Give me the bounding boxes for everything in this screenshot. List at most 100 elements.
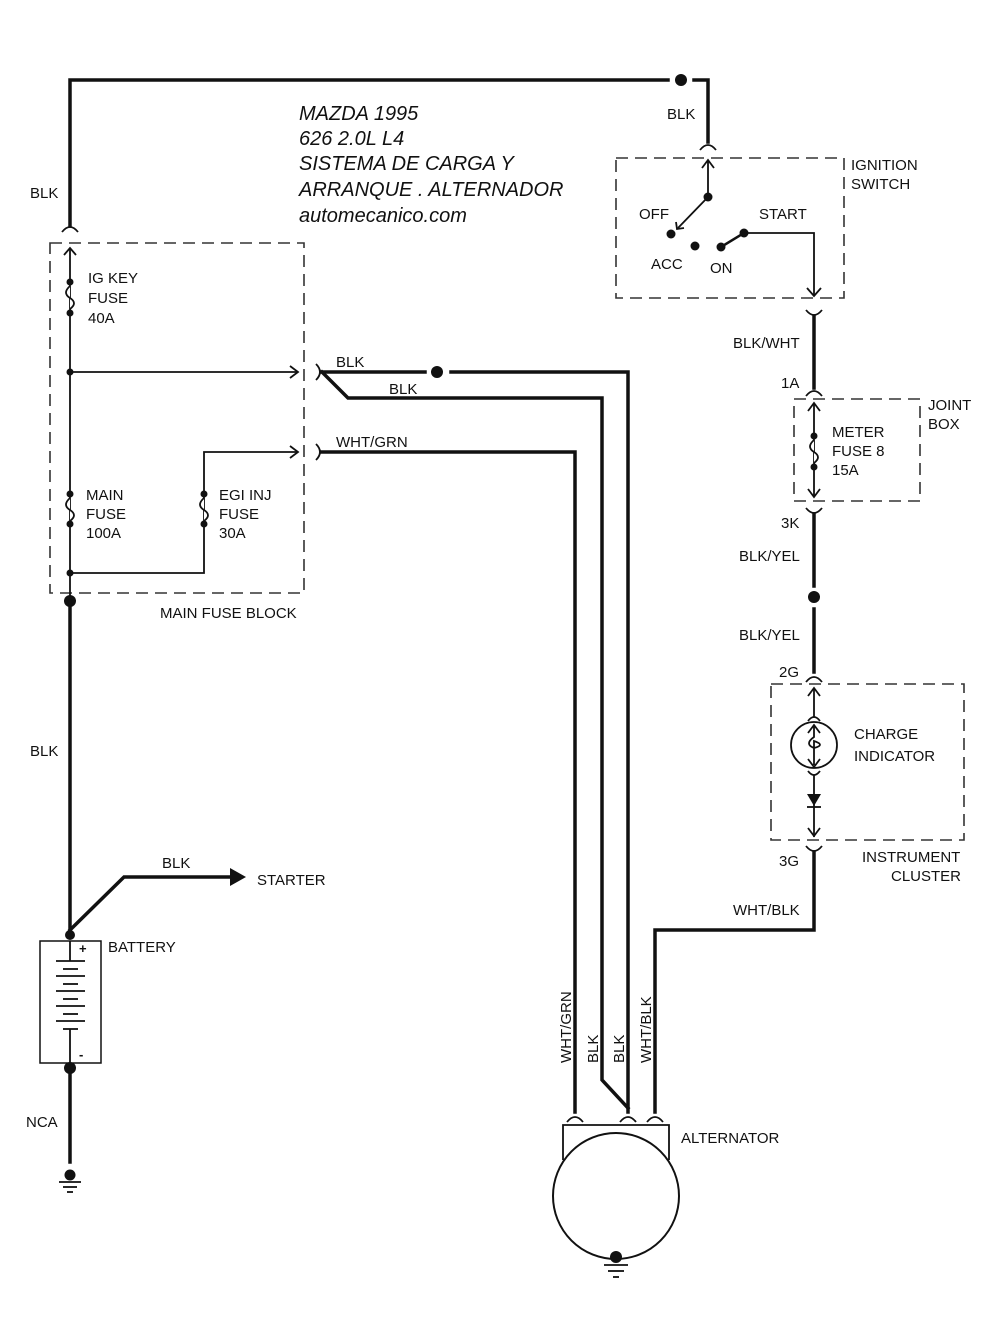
battery-plus-sign: + (79, 941, 87, 956)
battery-terminal-positive (65, 930, 75, 940)
joint-box: METER FUSE 8 15A JOINT BOX 1A 3K (781, 375, 971, 532)
title-block: MAZDA 1995 626 2.0L L4 SISTEMA DE CARGA … (298, 103, 563, 227)
egi-inj-fuse-rating: 30A (219, 525, 246, 542)
connector-arrow-icon (289, 365, 300, 379)
splice-dot (675, 74, 687, 86)
connector-icon (315, 443, 321, 461)
wire-segment (319, 369, 631, 1111)
pin-label-2g: 2G (779, 664, 799, 681)
wire-blk-yel: BLK/YEL BLK/YEL (739, 512, 820, 674)
pin-label-3g: 3G (779, 853, 799, 870)
starter-name: STARTER (257, 872, 326, 889)
alternator: ALTERNATOR (552, 1116, 780, 1278)
fuse-terminal (810, 463, 818, 471)
wire-left-blk: BLK (30, 595, 76, 937)
battery-name: BATTERY (108, 939, 176, 956)
alternator-terminal-block (562, 1124, 670, 1160)
instrument-cluster-outline (770, 683, 965, 841)
main-fuse-block-name: MAIN FUSE BLOCK (160, 605, 297, 622)
charge-indicator-line2: INDICATOR (854, 748, 935, 765)
wire-label-alt-wht-grn: WHT/GRN (558, 991, 575, 1063)
ig-key-fuse-line2: FUSE (88, 290, 128, 307)
fuse-terminal (200, 490, 208, 498)
wire-ground: NCA (26, 1070, 81, 1193)
connector-arrow-icon (807, 686, 821, 697)
switch-label-acc: ACC (651, 256, 683, 273)
wire-label-top-right: BLK (667, 106, 695, 123)
wire-label-alt-blk-1: BLK (585, 1035, 602, 1063)
ground-icon (604, 1264, 628, 1278)
connector-icon (646, 1116, 664, 1123)
ig-key-fuse-line1: IG KEY (88, 270, 138, 287)
switch-jumper (719, 231, 746, 249)
switch-blade (677, 196, 709, 229)
ig-key-fuse-rating: 40A (88, 310, 115, 327)
connector-icon (315, 363, 321, 381)
wire-label-wht-blk: WHT/BLK (733, 902, 800, 919)
wire-segment (449, 370, 630, 1114)
pin-label-1a: 1A (781, 375, 799, 392)
instrument-cluster-name-1: INSTRUMENT (862, 849, 960, 866)
wire-starter: BLK STARTER (67, 855, 326, 933)
main-fuse-rating: 100A (86, 525, 121, 542)
fuse-icon (809, 439, 819, 464)
instrument-cluster-name-2: CLUSTER (891, 868, 961, 885)
fuse-icon (65, 285, 75, 310)
lamp-filament-icon (807, 723, 821, 769)
switch-contact-off (666, 229, 676, 239)
fuse-terminal (66, 520, 74, 528)
egi-inj-fuse-line2: FUSE (219, 506, 259, 523)
connector-icon (61, 226, 79, 233)
ignition-switch-name-2: SWITCH (851, 176, 910, 193)
ignition-switch-box (615, 157, 845, 299)
title-line-2: 626 2.0L L4 (299, 128, 404, 150)
connector-icon (699, 144, 717, 151)
wire-segment (653, 850, 816, 1114)
wire-fuse-outputs: BLK BLK WHT/GRN (315, 354, 631, 1114)
connector-arrow-icon (807, 401, 821, 412)
battery-cells-icon (56, 941, 85, 1063)
main-fuse-line2: FUSE (86, 506, 126, 523)
wire-label-starter: BLK (162, 855, 190, 872)
wire-label-alt-blk-2: BLK (611, 1035, 628, 1063)
meter-fuse-rating: 15A (832, 462, 859, 479)
wire-segment (67, 875, 234, 933)
wire-wht-blk: WHT/BLK (653, 850, 816, 1114)
alternator-wire-labels: WHT/GRN BLK BLK WHT/BLK (558, 991, 655, 1063)
pin-label-3k: 3K (781, 515, 799, 532)
connector-icon (566, 1116, 584, 1123)
switch-label-on: ON (710, 260, 733, 277)
battery-minus-sign: - (79, 1047, 83, 1062)
wire-label-blk-yel-1: BLK/YEL (739, 548, 800, 565)
wire-label-fuse-out-2: BLK (389, 381, 417, 398)
title-line-3: SISTEMA DE CARGA Y (299, 153, 516, 175)
main-fuse-line1: MAIN (86, 487, 124, 504)
wire-label-blk-wht: BLK/WHT (733, 335, 800, 352)
fuse-icon (65, 497, 75, 522)
title-line-1: MAZDA 1995 (299, 103, 419, 125)
meter-fuse-line1: METER (832, 424, 885, 441)
fuse-terminal (200, 520, 208, 528)
fuse-icon (199, 497, 209, 522)
connector-arrow-icon (807, 488, 821, 499)
connector-icon (807, 770, 821, 776)
title-website: automecanico.com (299, 205, 467, 227)
wire-label-left-blk: BLK (30, 743, 58, 760)
battery-terminal-negative (64, 1062, 76, 1074)
wire-segment (68, 78, 670, 228)
wire-label-fuse-out-3: WHT/GRN (336, 434, 408, 451)
splice-dot (431, 366, 443, 378)
fuse-terminal (66, 490, 74, 498)
alternator-body-icon (552, 1132, 680, 1260)
connector-arrow-icon (806, 287, 822, 298)
joint-box-name-1: JOINT (928, 397, 971, 414)
instrument-cluster: CHARGE INDICATOR INSTRUMENT CLUSTER 2G 3… (770, 664, 965, 885)
egi-inj-fuse-line1: EGI INJ (219, 487, 272, 504)
wire-segment (320, 450, 577, 1114)
splice-dot (808, 591, 820, 603)
alternator-name: ALTERNATOR (681, 1130, 780, 1147)
title-line-4: ARRANQUE . ALTERNADOR (298, 179, 563, 201)
wire-segment (692, 78, 710, 144)
fuse-terminal (66, 309, 74, 317)
